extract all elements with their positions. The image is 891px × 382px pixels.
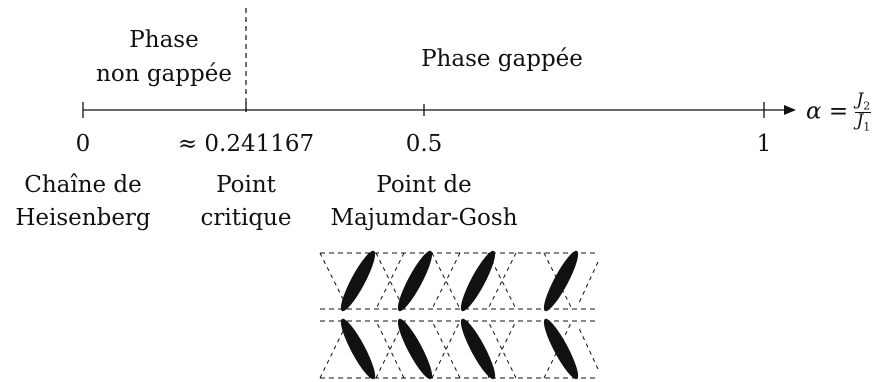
majumdar-point-label-line1: Point de (376, 172, 472, 198)
gapless-phase-label-line2: non gappée (96, 61, 232, 87)
gapped-phase-label: Phase gappée (421, 46, 583, 72)
alpha-symbol: α (806, 98, 822, 125)
ratio-numerator: J2 (855, 90, 872, 113)
tick-label-1: 1 (756, 131, 772, 157)
critical-point-label-line1: Point (216, 172, 276, 198)
dimer-top-1 (340, 250, 376, 312)
axis-variable-label: α = J2 J1 (806, 90, 872, 134)
lattice-horizontal-bonds (320, 252, 598, 379)
dimer-bottom-2 (397, 318, 433, 380)
heisenberg-label-line2: Heisenberg (15, 205, 151, 231)
tick-label-0: 0 (75, 131, 91, 157)
majumdar-point-label-line2: Majumdar-Gosh (330, 205, 518, 231)
critical-point-label-line2: critique (200, 205, 292, 231)
dimer-bottom-3 (460, 318, 496, 380)
tick-label-0-5: 0.5 (405, 131, 443, 157)
tick-label-critical: ≈ 0.241167 (177, 131, 315, 157)
gapless-phase-label-line1: Phase (129, 27, 199, 53)
dimer-top-3 (460, 250, 496, 312)
dimer-bottom-1 (340, 318, 376, 380)
axis-arrowhead (784, 105, 796, 115)
equals-sign: = (828, 98, 849, 125)
dimer-top-2 (397, 250, 433, 312)
majumdar-gosh-lattice (319, 250, 599, 380)
heisenberg-label-line1: Chaîne de (24, 172, 142, 198)
ratio-denominator: J1 (856, 110, 871, 134)
coupling-ratio: J2 J1 (855, 90, 872, 134)
dimer-singlets (340, 250, 579, 380)
dimer-top-4 (543, 250, 579, 312)
dimer-bottom-4 (543, 318, 579, 380)
